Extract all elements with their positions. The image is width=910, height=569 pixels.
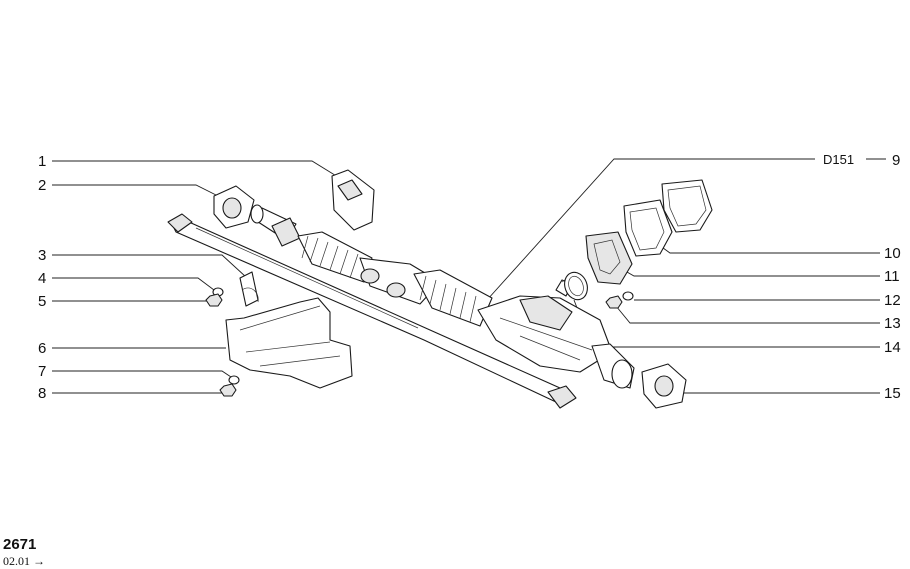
next-page-arrow: → [33,554,45,568]
nut-part-5 [205,293,223,307]
callout-2: 2 [38,177,46,194]
rack-boot-left [250,204,373,283]
bracket-part-1 [331,169,375,231]
nut-part-8 [219,383,237,397]
callout-13: 13 [884,315,901,332]
page-number: 2671 [3,536,37,553]
mount-bush-part-15 [641,363,687,409]
steering-box-housing [477,271,613,373]
o-ring-part-14 [564,271,588,301]
page-date: 02.01 → [3,554,45,569]
date-text: 02.01 [3,554,30,568]
tie-rod [167,213,577,409]
callout-9-code: D151 [823,152,854,167]
callout-14: 14 [884,339,901,356]
callout-11: 11 [884,268,900,285]
callout-labels-left: 1 2 3 4 5 6 7 8 [38,153,46,402]
callout-labels-right: D151 9 10 11 12 13 14 15 [823,152,901,402]
gasket-part-11 [623,199,673,257]
callout-3: 3 [38,247,46,264]
callout-4: 4 [38,270,46,287]
leader-lines-left [52,160,339,394]
nut-part-13 [605,295,623,309]
plate-part-9-area [585,231,633,285]
callout-9: 9 [892,152,900,169]
callout-12: 12 [884,292,901,309]
washer-part-7 [228,375,240,385]
clamp-part-3 [239,271,259,307]
washer-part-12 [622,291,634,301]
bush-part-2 [213,185,255,229]
heat-shield-part-6 [225,297,353,389]
callout-1: 1 [38,153,46,170]
callout-15: 15 [884,385,901,402]
rack-end-right [591,343,635,389]
callout-10: 10 [884,245,901,262]
callout-5: 5 [38,293,46,310]
callout-7: 7 [38,363,46,380]
callout-6: 6 [38,340,46,357]
callout-8: 8 [38,385,46,402]
